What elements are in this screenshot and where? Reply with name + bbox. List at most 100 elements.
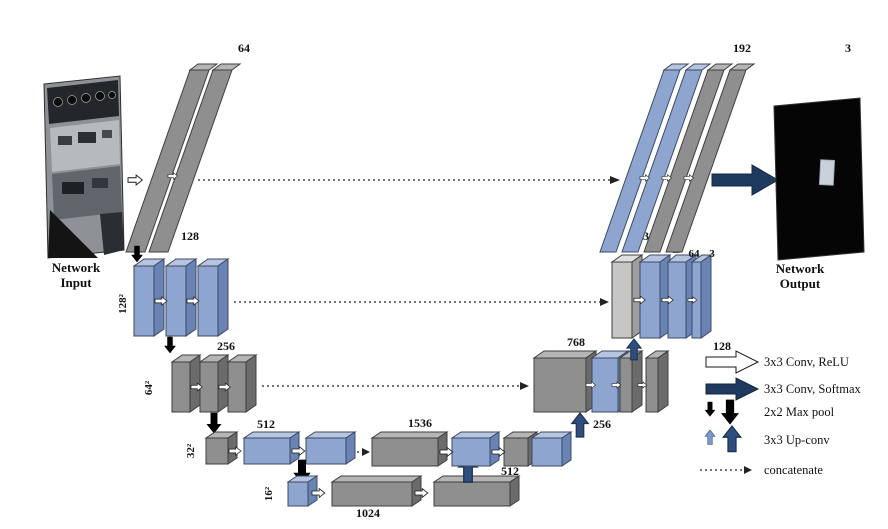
enc4-channels-label: 512 [257, 417, 275, 431]
feature-map-block [165, 265, 187, 337]
maxpool-arrow-icon [164, 336, 176, 354]
block-side-face [631, 350, 643, 413]
pcb-component [95, 91, 105, 101]
legend-maxpool-label: 2x2 Max pool [764, 405, 835, 419]
network-input-label-line1: Network [52, 260, 101, 275]
dec1-channels-label: 192 [733, 41, 751, 55]
feature-map-block [205, 437, 229, 465]
pcb-chip [92, 178, 108, 188]
network-output-image [773, 97, 865, 261]
feature-map-block [171, 361, 191, 413]
legend-upconv-arrow-small-icon [704, 429, 716, 445]
block-side-face [289, 431, 300, 465]
network-output-label-line2: Output [780, 276, 821, 291]
feature-map-block [451, 437, 491, 467]
decoder-level3-feature-maps [532, 350, 670, 413]
encoder-level1-feature-maps [125, 63, 242, 253]
dec3-out-channels-label: 128 [713, 339, 731, 353]
legend-upconv-arrow-large-icon [722, 425, 742, 453]
level2-size-label: 64² [143, 380, 155, 395]
feature-map-block [133, 265, 155, 337]
legend-concatenate-arrowhead-icon [744, 466, 752, 474]
block-top-face [330, 475, 423, 483]
block-side-face [345, 431, 356, 465]
block-side-face [185, 258, 197, 337]
upconv-arrow-icon [571, 412, 589, 438]
block-side-face [217, 354, 229, 413]
output-mask [773, 97, 865, 261]
feature-map-sheet-top [211, 63, 242, 71]
feature-map-sheet-top [706, 63, 734, 71]
pcb-component [108, 91, 116, 99]
encoder-level3-feature-maps [170, 354, 258, 413]
enc2-channels-label: 128 [181, 229, 199, 243]
feature-map-block [243, 437, 291, 465]
legend: 3x3 Conv, ReLU 3x3 Conv, Softmax 2x2 Max… [700, 350, 862, 477]
decoder-level4-feature-maps [370, 431, 573, 467]
enc1-channels-label: 64 [238, 41, 250, 55]
input-photo-bottom-band [100, 212, 124, 255]
dec4-out-channels-label: 512 [501, 464, 519, 478]
concatenate-arrowhead-icon [600, 298, 609, 306]
decoder-level2-feature-maps [610, 254, 713, 339]
block-side-face [700, 254, 712, 339]
feature-map-block [533, 357, 587, 413]
feature-map-block [645, 357, 659, 413]
block-side-face [189, 354, 201, 413]
bottleneck-feature-maps [286, 475, 521, 507]
feature-map-block [531, 437, 563, 467]
network-output-label-line1: Network [776, 261, 825, 276]
dec2-mid-channels-label: 64 [689, 248, 701, 260]
feature-map-block [611, 261, 633, 339]
block-side-face [657, 350, 669, 413]
block-side-face [489, 431, 500, 467]
concatenate-arrowhead-icon [610, 176, 620, 184]
feature-map-sheet-top [684, 63, 712, 71]
legend-maxpool-arrow-large-icon [721, 399, 739, 425]
legend-conv-softmax-label: 3x3 Conv, Softmax [764, 382, 862, 396]
input-photo-dark-band [47, 80, 119, 124]
block-side-face [153, 258, 165, 337]
feature-map-block [197, 265, 219, 337]
feature-map-sheet-top [662, 63, 690, 71]
feature-map-block [371, 437, 439, 467]
enc3-channels-label: 256 [217, 339, 235, 353]
feature-map-block [433, 481, 511, 507]
legend-conv-relu-arrow-icon [705, 350, 760, 374]
output-channels-label: 3 [845, 41, 851, 55]
encoder-level4-feature-maps [204, 431, 357, 465]
block-side-face [245, 354, 257, 413]
block-side-face [561, 431, 572, 467]
pcb-chip [58, 136, 72, 145]
level1-size-label: 128² [117, 293, 129, 314]
dec4-concat-channels-label: 1536 [408, 416, 432, 430]
network-input-label-line2: Input [60, 275, 92, 290]
conv-softmax-arrow-icon [711, 164, 780, 196]
level4-size-label: 16² [263, 486, 275, 501]
block-side-face [437, 431, 448, 467]
block-side-face [217, 258, 229, 337]
legend-upconv-label: 3x3 Up-conv [764, 433, 830, 447]
pcb-component [81, 93, 91, 103]
pcb-chip [62, 182, 84, 194]
feature-map-block [619, 357, 633, 413]
feature-map-block [331, 481, 413, 507]
block-top-face [370, 431, 449, 439]
legend-conv-softmax-arrow-icon [705, 377, 760, 401]
concatenate-arrowhead-icon [362, 448, 370, 456]
pcb-chip [102, 130, 112, 138]
feature-map-block [305, 437, 347, 465]
concatenate-arrowhead-icon [520, 382, 529, 390]
legend-conv-relu-label: 3x3 Conv, ReLU [764, 355, 849, 369]
dec3-concat-channels-label: 768 [567, 335, 585, 349]
feature-map-sheet-top [728, 63, 756, 71]
feature-map-block [503, 437, 529, 467]
legend-maxpool-arrow-small-icon [704, 401, 716, 417]
input-photo-shadow-triangle [48, 210, 98, 258]
feature-map-block [287, 481, 309, 507]
dec2-out-channels-label: 3 [709, 248, 715, 260]
dec4-out2-channels-label: 256 [593, 417, 611, 431]
decoder-level1-feature-maps [599, 63, 756, 253]
block-side-face [509, 475, 520, 507]
